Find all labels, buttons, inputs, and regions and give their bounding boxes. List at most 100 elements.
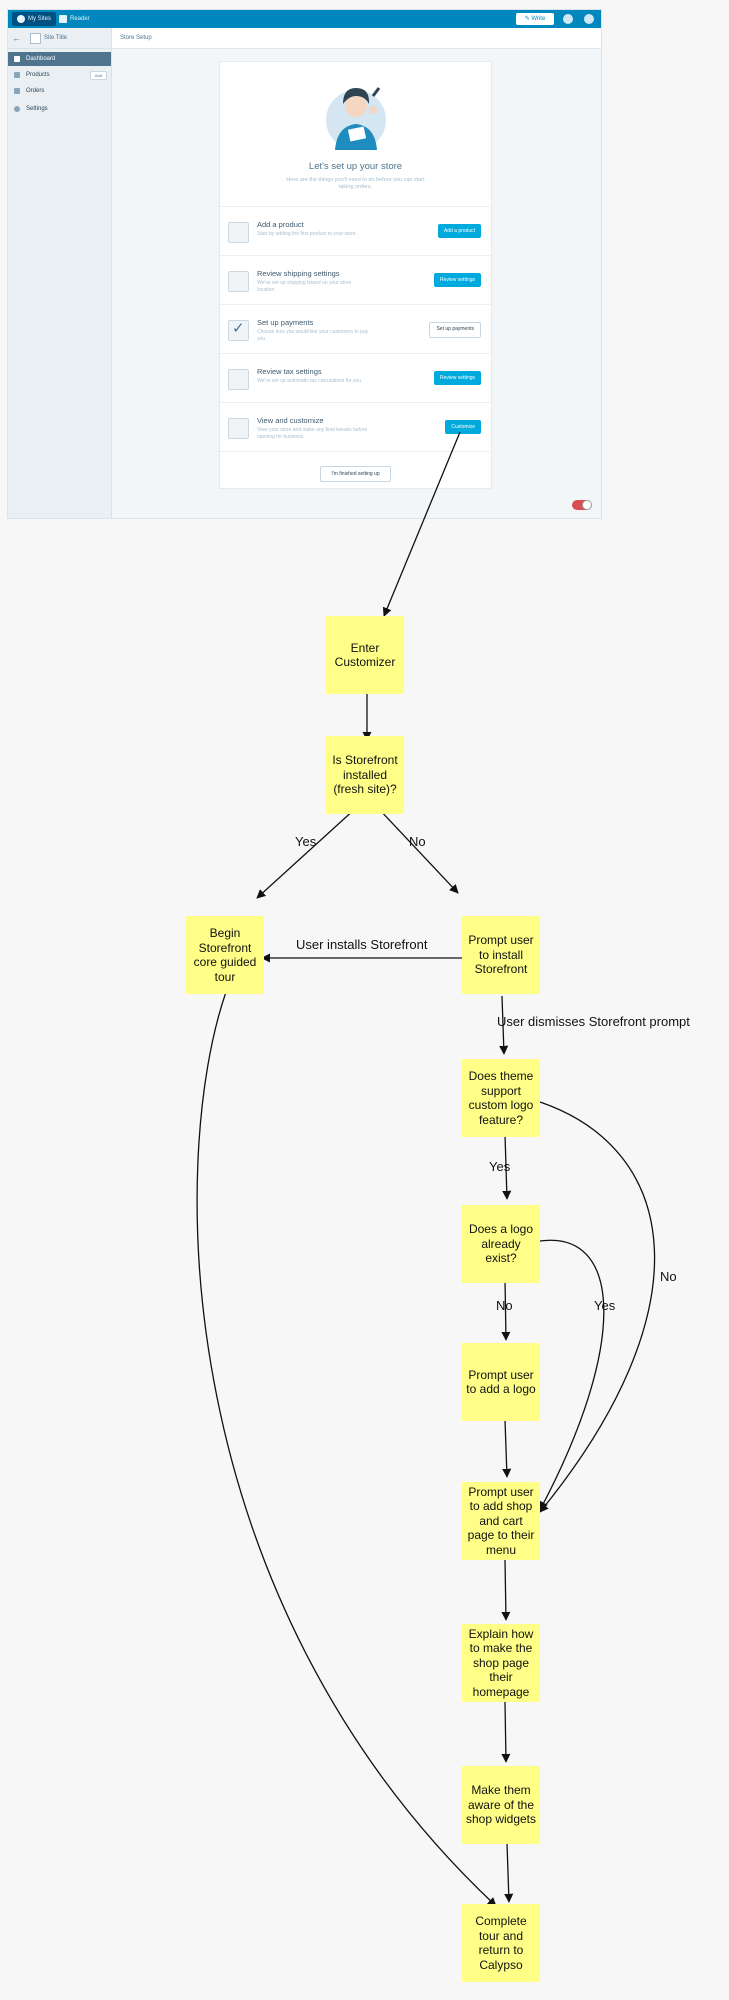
back-arrow-icon[interactable]: ← [12,33,21,43]
edge-homepage-to-widgets [501,1701,511,1763]
label-yes-logo-exists: Yes [594,1298,616,1313]
add-product-button[interactable]: Add [89,71,107,80]
edge-prompt-logo-to-menu [502,1419,512,1478]
task-checkbox[interactable] [228,418,249,439]
node-prompt-install: Prompt user to install Storefront [462,916,540,994]
write-label: Write [531,16,546,22]
home-icon [14,56,20,62]
sidebar-item-products[interactable]: Products Add [8,68,111,82]
setup-card: Let's set up your store Here are the thi… [220,62,491,488]
add-product-button[interactable]: Add a product [437,224,481,238]
node-storefront-installed: Is Storefront installed (fresh site)? [326,736,404,814]
my-sites-label: My Sites [28,16,52,22]
edge-yes-logo-exists [539,1239,605,1511]
label-no-installed: No [409,834,426,849]
site-icon [30,33,41,44]
node-logo-support: Does theme support custom logo feature? [462,1059,540,1137]
edge-no-logo-exists [501,1279,511,1341]
wordpress-icon [17,15,25,23]
label-yes-logo-support: Yes [489,1159,511,1174]
reader-label: Reader [70,16,90,22]
task-review-tax: Review tax settings We've set up automat… [220,354,491,403]
setup-title: Let's set up your store [308,161,403,172]
customize-button[interactable]: Customize [445,420,481,434]
label-user-installs: User installs Storefront [296,937,428,952]
label-user-dismisses: User dismisses Storefront prompt [497,1014,690,1029]
node-widgets: Make them aware of the shop widgets [462,1766,540,1844]
node-prompt-logo: Prompt user to add a logo [462,1343,540,1421]
orders-icon [14,88,20,94]
label-no-logo-exists: No [496,1298,513,1313]
task-checkbox[interactable] [228,222,249,243]
masterbar: My Sites Reader ✎ Write [8,10,601,28]
task-title: Review tax settings [257,367,322,376]
node-add-menu: Prompt user to add shop and cart page to… [462,1482,540,1560]
label-no-logo-support: No [660,1269,677,1284]
review-tax-button[interactable]: Review settings [433,371,481,385]
site-name: Site Title [44,35,68,41]
sidebar-item-settings[interactable]: Settings [8,102,111,116]
label-yes-installed: Yes [295,834,317,849]
edge-tour-to-complete [196,991,497,1907]
sidebar-site[interactable]: ← Site Title [8,28,111,49]
sidebar-item-label: Products [26,72,50,78]
toggle-knob [583,501,591,509]
task-title: Review shipping settings [257,269,340,278]
reader-tab[interactable]: Reader [54,12,95,26]
task-description: Choose how you would like your customers… [257,329,369,342]
sidebar-item-dashboard[interactable]: Dashboard [8,52,111,66]
store-setup-screenshot: My Sites Reader ✎ Write ← Site Title Das… [8,10,601,518]
review-shipping-button[interactable]: Review settings [433,273,481,287]
sidebar-item-label: Dashboard [26,56,56,62]
store-owner-illustration-icon [326,87,386,150]
task-description: View your store and make any final tweak… [257,427,368,440]
write-button[interactable]: ✎ Write [516,13,554,25]
task-description: We've set up automatic tax calculations … [257,378,363,384]
task-checkbox[interactable] [228,369,249,390]
pencil-icon: ✎ [524,16,532,22]
task-title: Add a product [257,220,304,229]
node-enter-customizer: Enter Customizer [326,616,404,694]
setup-subtitle: Here are the things you'll need to do be… [286,177,425,190]
task-title: View and customize [257,416,324,425]
task-review-shipping: Review shipping settings We've set up sh… [220,256,491,305]
setup-hero: Let's set up your store Here are the thi… [220,62,491,207]
set-up-payments-button[interactable]: Set up payments [429,322,481,338]
checkmark-icon: ✓ [232,320,245,337]
toggle-switch[interactable] [572,500,592,510]
node-complete: Complete tour and return to Calypso [462,1904,540,1982]
task-description: We've set up shipping based on your stor… [257,280,352,293]
my-sites-tab[interactable]: My Sites [12,12,57,26]
task-view-customize: View and customize View your store and m… [220,403,491,452]
task-add-product: Add a product Start by adding the first … [220,207,491,256]
task-checkbox[interactable] [228,271,249,292]
sidebar-item-orders[interactable]: Orders [8,84,111,98]
finished-setting-up-button[interactable]: I'm finished setting up [320,466,391,482]
edge-yes-logo-support [502,1133,512,1200]
reader-icon [59,15,67,23]
sidebar-item-label: Settings [26,106,48,112]
node-begin-tour: Begin Storefront core guided tour [186,916,264,994]
notifications-icon[interactable] [584,14,594,24]
edge-menu-to-homepage [501,1559,511,1621]
edge-yes-installed [256,807,357,899]
avatar[interactable] [563,14,573,24]
gear-icon [14,106,20,112]
breadcrumb-label: Store Setup [120,35,152,41]
breadcrumb: Store Setup [112,28,601,49]
edge-customize-to-enter [382,431,461,617]
task-title: Set up payments [257,318,314,327]
edge-widgets-to-complete [504,1842,514,1903]
sidebar-item-label: Orders [26,88,45,94]
task-description: Start by adding the first product to you… [257,231,358,237]
task-set-up-payments: ✓ Set up payments Choose how you would l… [220,305,491,354]
task-checkbox-checked[interactable]: ✓ [228,320,249,341]
edge-user-dismisses [499,995,509,1055]
edge-no-logo-support [539,1101,656,1513]
sidebar: ← Site Title Dashboard Products Add Orde… [8,28,112,518]
node-logo-exists: Does a logo already exist? [462,1205,540,1283]
products-icon [14,72,20,78]
node-explain-homepage: Explain how to make the shop page their … [462,1624,540,1702]
edge-no-installed [377,807,459,894]
